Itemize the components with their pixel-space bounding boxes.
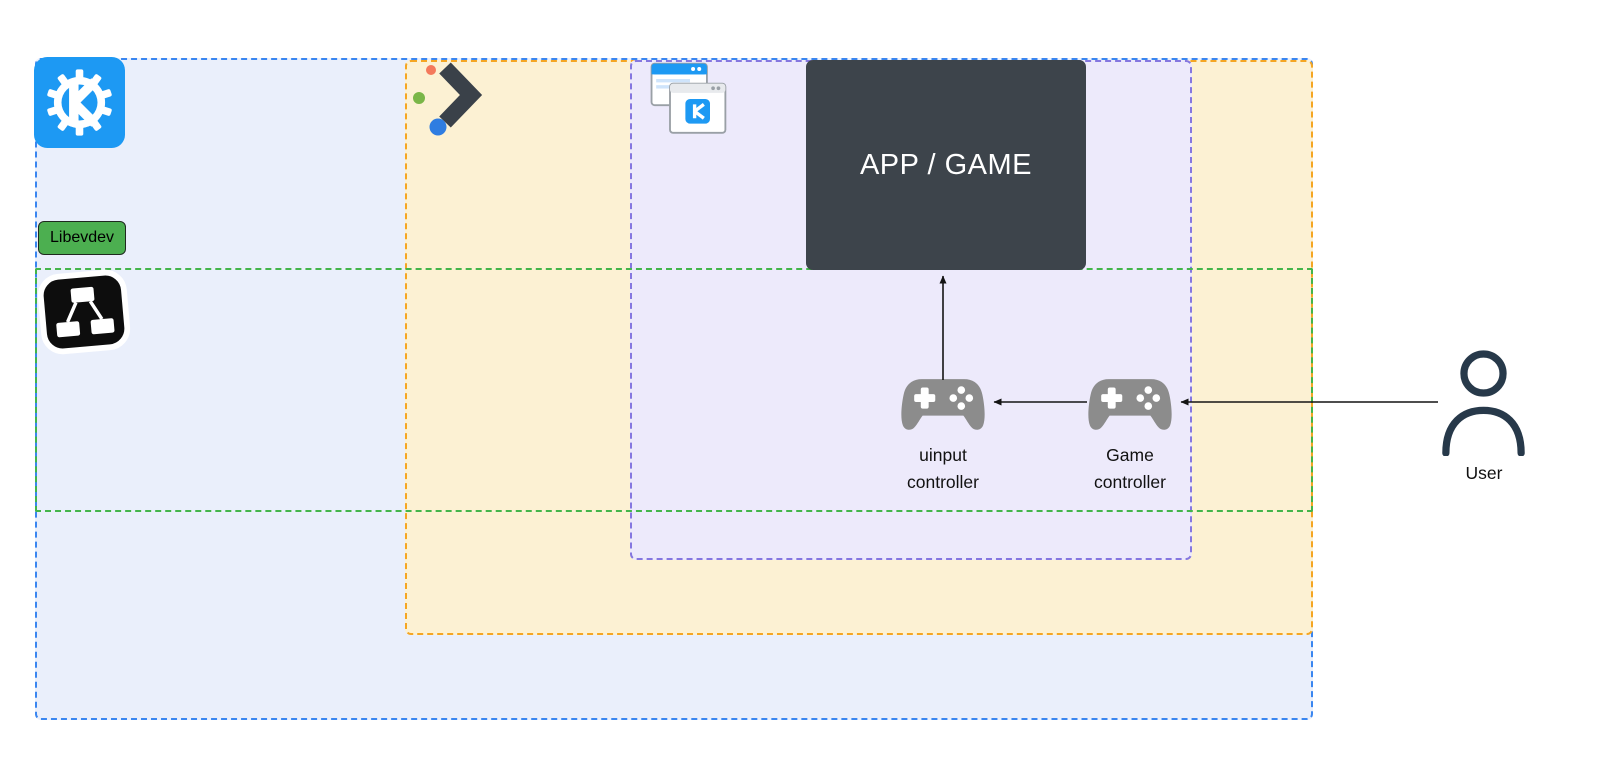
libevdev-label: Libevdev (38, 221, 127, 255)
game-controller-label: Game controller (1055, 442, 1205, 496)
app-game-label: APP / GAME (859, 148, 1033, 181)
node-graph-icon (35, 266, 134, 358)
libevdev-region-box (35, 268, 1313, 512)
user-label: User (1465, 463, 1503, 483)
kde-logo-icon (34, 57, 125, 148)
kde-windows-icon (650, 62, 730, 136)
game-controller-label-line1: Game (1106, 445, 1154, 465)
uinput-controller-label-line1: uinput (919, 445, 967, 465)
app-game-node: APP / GAME (806, 60, 1086, 270)
game-controller-label-line2: controller (1094, 472, 1166, 492)
uinput-controller-label: uinput controller (868, 442, 1018, 496)
uinput-controller-label-line2: controller (907, 472, 979, 492)
chevron-dots-logo-icon (405, 58, 490, 143)
user-person-icon (1437, 346, 1530, 457)
game-gamepad-icon (1085, 372, 1175, 434)
uinput-gamepad-icon (898, 372, 988, 434)
